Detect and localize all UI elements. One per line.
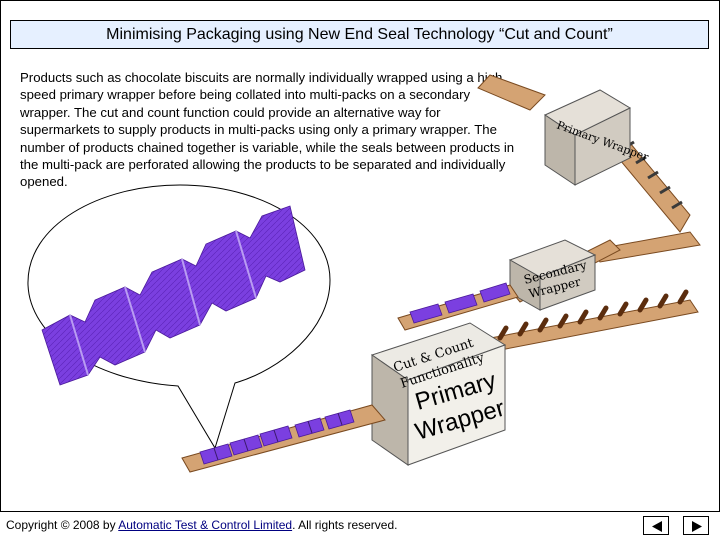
- main-primary-wrapper-machine: Cut & Count Functionality Primary Wrappe…: [370, 322, 508, 466]
- company-link[interactable]: Automatic Test & Control Limited: [118, 518, 293, 532]
- copyright-prefix: Copyright © 2008 by: [6, 518, 119, 532]
- secondary-wrapper-machine: Secondary Wrapper: [508, 239, 597, 311]
- triangle-right-icon: [692, 521, 702, 532]
- feed-conveyor: [479, 289, 699, 353]
- footer-bar: [0, 511, 720, 541]
- main-output-conveyor: [181, 404, 386, 473]
- secondary-output-conveyor: [397, 282, 519, 331]
- slide-title: Minimising Packaging using New End Seal …: [106, 25, 613, 43]
- product-chain-closeup: [41, 205, 306, 386]
- triangle-left-icon: [652, 521, 662, 532]
- slide-title-box: Minimising Packaging using New End Seal …: [10, 20, 709, 49]
- previous-slide-button[interactable]: [643, 516, 669, 535]
- copyright-notice: Copyright © 2008 by Automatic Test & Con…: [6, 518, 397, 532]
- copyright-suffix: . All rights reserved.: [292, 518, 398, 532]
- description-text: Products such as chocolate biscuits are …: [20, 70, 515, 190]
- next-slide-button[interactable]: [683, 516, 709, 535]
- packaging-illustration: Primary Wrapper Secondary Wrapper: [27, 74, 701, 473]
